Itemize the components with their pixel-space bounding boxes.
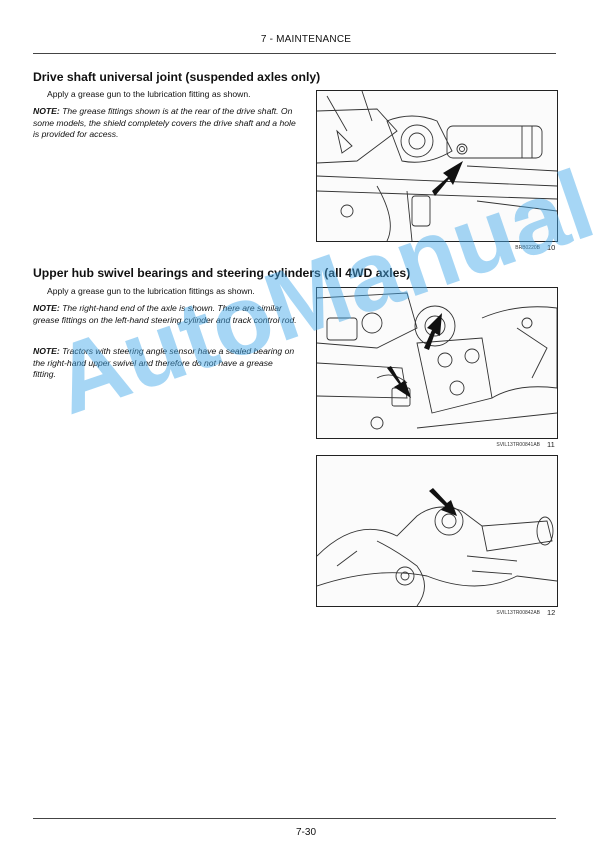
page-number: 7-30 bbox=[295, 827, 316, 838]
page-header-title: 7 - MAINTENANCE bbox=[260, 34, 352, 45]
figure-code: BRB0220B bbox=[515, 245, 540, 251]
note-text: The grease fittings shown is at the rear… bbox=[33, 106, 296, 140]
section-heading-drive-shaft: Drive shaft universal joint (suspended a… bbox=[33, 70, 321, 84]
note-hub-swivel-2: NOTE: Tractors with steering angle senso… bbox=[33, 346, 297, 381]
arrow-icon bbox=[424, 313, 442, 350]
arrow-icon bbox=[429, 488, 457, 516]
header-divider bbox=[33, 53, 556, 54]
note-label: NOTE: bbox=[33, 346, 60, 356]
drive-shaft-illustration bbox=[317, 91, 557, 241]
figure-number: 10 bbox=[547, 243, 556, 252]
instruction-hub-swivel: Apply a grease gun to the lubrication fi… bbox=[47, 286, 255, 296]
instruction-drive-shaft: Apply a grease gun to the lubrication fi… bbox=[47, 89, 251, 99]
figure-drive-shaft-joint bbox=[316, 90, 558, 242]
steering-cylinder-illustration bbox=[317, 292, 557, 430]
figure-code: SVIL13TR00841AB bbox=[496, 442, 540, 448]
figure-code: SVIL13TR00842AB bbox=[496, 610, 540, 616]
note-label: NOTE: bbox=[33, 106, 60, 116]
note-label: NOTE: bbox=[33, 303, 60, 313]
figure-steering-cylinder bbox=[316, 287, 558, 439]
footer-divider bbox=[33, 818, 556, 819]
note-hub-swivel-1: NOTE: The right-hand end of the axle is … bbox=[33, 303, 297, 326]
note-drive-shaft: NOTE: The grease fittings shown is at th… bbox=[33, 106, 297, 141]
note-text: Tractors with steering angle sensor have… bbox=[33, 346, 295, 380]
figure-upper-swivel bbox=[316, 455, 558, 607]
note-text: The right-hand end of the axle is shown.… bbox=[33, 303, 297, 325]
figure-number: 11 bbox=[547, 440, 555, 449]
figure-number: 12 bbox=[547, 608, 556, 617]
arrow-icon bbox=[432, 161, 463, 196]
section-heading-hub-swivel: Upper hub swivel bearings and steering c… bbox=[33, 266, 411, 280]
arrow-icon bbox=[387, 366, 411, 398]
upper-swivel-illustration bbox=[317, 488, 557, 606]
